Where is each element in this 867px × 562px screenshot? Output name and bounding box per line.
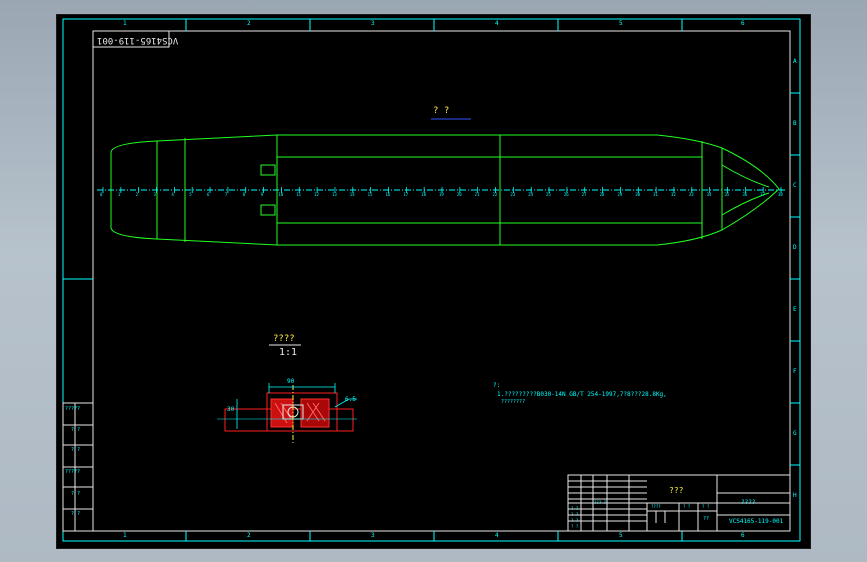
station-label: 26 bbox=[563, 192, 569, 197]
row-label-b: B bbox=[793, 120, 797, 127]
station-label: 12 bbox=[314, 192, 319, 197]
title-block bbox=[567, 474, 791, 532]
station-label: 15 bbox=[367, 192, 373, 197]
part-number-box bbox=[92, 30, 170, 48]
station-label: 17 bbox=[403, 192, 409, 197]
col-label-4-bottom: 4 bbox=[495, 532, 499, 539]
station-label: 32 bbox=[670, 192, 676, 197]
station-label: 19 bbox=[439, 192, 444, 197]
row-label-f: F bbox=[793, 368, 797, 375]
col-label-5-top: 5 bbox=[619, 20, 623, 27]
col-label-6-bottom: 6 bbox=[741, 532, 745, 539]
outer-frame bbox=[62, 18, 801, 542]
title-block-part-number[interactable]: VCS4165-119-001 bbox=[729, 518, 784, 525]
top-view-label: ? ? bbox=[433, 106, 450, 116]
station-label: 34 bbox=[706, 192, 712, 197]
title-block-center-title: ??? bbox=[669, 486, 684, 495]
col-label-1-top: 1 bbox=[123, 20, 127, 27]
station-label: 18 bbox=[421, 192, 426, 197]
station-label: 24 bbox=[528, 192, 534, 197]
station-label: 1 bbox=[117, 192, 121, 197]
side-table-row-6: ? ? bbox=[71, 511, 81, 517]
station-label: 0 bbox=[100, 192, 103, 197]
row-label-h: H bbox=[793, 492, 797, 499]
station-label: 20 bbox=[456, 192, 462, 197]
dim-right-label: 6.5 bbox=[345, 396, 356, 403]
station-label: 5 bbox=[189, 192, 192, 197]
side-table-row-3: ? ? bbox=[71, 447, 81, 453]
zone-ticks bbox=[63, 19, 800, 541]
inner-frame bbox=[92, 30, 791, 532]
title-block-cell-3: ? ? bbox=[571, 512, 579, 517]
row-label-a: A bbox=[793, 58, 797, 65]
station-label: 35 bbox=[724, 192, 730, 197]
title-block-cell-7: ? ? bbox=[702, 504, 710, 509]
note-text[interactable]: 1.?????????B030-14N GB/T 254-1997,7?8???… bbox=[497, 391, 667, 398]
title-block-cell-6: ? ? bbox=[683, 504, 691, 509]
station-label: 33 bbox=[688, 192, 694, 197]
station-label: 8 bbox=[242, 192, 246, 197]
station-label: 30 bbox=[635, 192, 641, 197]
station-label: 21 bbox=[474, 192, 480, 197]
station-label: 16 bbox=[385, 192, 391, 197]
station-label: 29 bbox=[617, 192, 623, 197]
station-label: 25 bbox=[546, 192, 551, 197]
col-label-4-top: 4 bbox=[495, 20, 499, 27]
col-label-3-top: 3 bbox=[371, 20, 375, 27]
note-subtext: ???????? bbox=[501, 399, 526, 405]
title-block-cell-9: ? ? bbox=[571, 524, 579, 529]
station-ticks bbox=[102, 187, 782, 193]
title-block-cell-8: ?? bbox=[703, 516, 710, 522]
title-block-cell-4: ? ? bbox=[571, 518, 579, 523]
station-label: 3 bbox=[153, 192, 156, 197]
station-label: 4 bbox=[171, 192, 174, 197]
station-label: 37 bbox=[760, 192, 765, 197]
station-label: 7 bbox=[224, 192, 228, 197]
station-label: 27 bbox=[581, 192, 587, 197]
row-label-c: C bbox=[793, 182, 797, 189]
col-label-2-bottom: 2 bbox=[247, 532, 251, 539]
side-table-row-4: ????? bbox=[65, 469, 81, 475]
part-number-mirrored: VCS4165-119-001 bbox=[97, 35, 179, 45]
section-title: ???? bbox=[273, 334, 295, 344]
dim-left-label: 30 bbox=[227, 406, 235, 413]
title-block-cell-2: ? ? bbox=[571, 506, 579, 511]
station-label: 23 bbox=[510, 192, 516, 197]
col-label-6-top: 6 bbox=[741, 20, 745, 27]
row-label-d: D bbox=[793, 244, 797, 251]
col-label-1-bottom: 1 bbox=[123, 532, 127, 539]
side-table-row-5: ? ? bbox=[71, 491, 81, 497]
note-marker: ?: bbox=[493, 382, 501, 389]
station-label: 22 bbox=[492, 192, 498, 197]
col-label-5-bottom: 5 bbox=[619, 532, 623, 539]
cad-drawing-viewport[interactable]: 1 2 3 4 5 6 1 2 3 4 5 6 A B C D E F G H … bbox=[56, 14, 811, 549]
col-label-2-top: 2 bbox=[247, 20, 251, 27]
station-label: 6 bbox=[207, 192, 210, 197]
station-label: 13 bbox=[331, 192, 337, 197]
row-label-g: G bbox=[793, 430, 797, 437]
section-scale: 1:1 bbox=[279, 347, 298, 358]
col-label-3-bottom: 3 bbox=[371, 532, 375, 539]
station-label: 9 bbox=[260, 192, 263, 197]
bearing-section-view[interactable] bbox=[217, 383, 357, 445]
station-label: 10 bbox=[278, 192, 284, 197]
title-block-cell-1: ??? ? bbox=[594, 500, 607, 505]
station-label: 36 bbox=[742, 192, 748, 197]
station-label: 11 bbox=[296, 192, 302, 197]
station-label: 31 bbox=[653, 192, 658, 197]
side-revision-table bbox=[62, 402, 94, 532]
cad-drawing-canvas[interactable] bbox=[57, 15, 812, 550]
station-label: 2 bbox=[135, 192, 139, 197]
station-label: 28 bbox=[599, 192, 605, 197]
row-label-e: E bbox=[793, 306, 797, 313]
station-label: 14 bbox=[349, 192, 355, 197]
title-block-cell-5: ???? bbox=[651, 504, 661, 509]
side-table-row-1: ????? bbox=[65, 406, 81, 412]
title-block-name-field: ???? bbox=[741, 499, 756, 506]
dim-width-label: 90 bbox=[287, 378, 295, 385]
station-label: 38 bbox=[778, 192, 783, 197]
side-table-row-2: ? ? bbox=[71, 427, 81, 433]
